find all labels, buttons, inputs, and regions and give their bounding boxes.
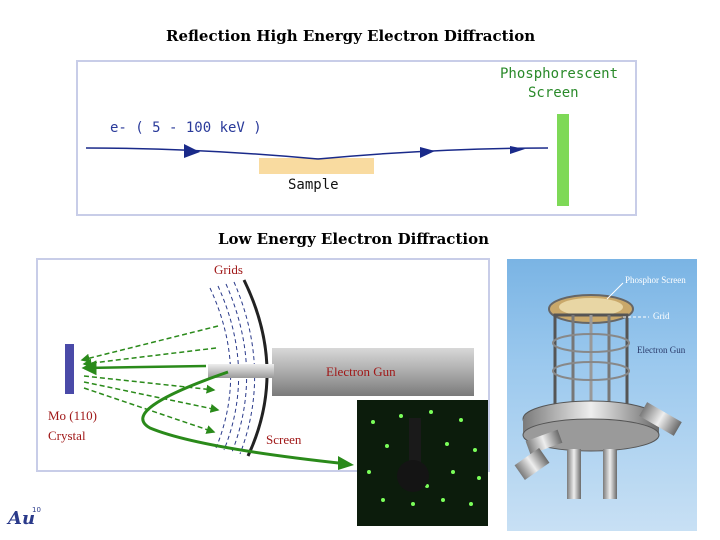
electron-gun-label: Electron Gun	[326, 364, 396, 380]
screen-label-line2: Screen	[528, 85, 579, 101]
beam-label: e- ( 5 - 100 keV )	[110, 120, 262, 136]
incident-beam	[86, 148, 318, 159]
screen-label-line1: Phosphorescent	[500, 66, 618, 82]
leed-pattern	[357, 400, 488, 526]
crystal-label-line1: Mo (110)	[48, 408, 97, 424]
curved-beam-arrowhead	[338, 456, 354, 470]
rheed-panel: e- ( 5 - 100 keV ) Sample Phosphorescent…	[76, 60, 637, 216]
grids-label: Grids	[214, 262, 243, 278]
photo-phosphor-label: Phosphor Screen	[625, 275, 686, 285]
reflected-arrowhead-2	[510, 146, 525, 154]
logo: Au 10	[8, 508, 44, 534]
phosphorescent-screen	[557, 114, 569, 206]
rheed-title: Reflection High Energy Electron Diffract…	[166, 27, 535, 45]
reflected-arrowhead-1	[420, 147, 435, 158]
leed-apparatus-photo: Phosphor Screen Grid Electron Gun	[507, 259, 697, 531]
logo-text: Au	[8, 508, 35, 529]
crystal-label-line2: Crystal	[48, 428, 86, 444]
diffraction-arrows	[82, 326, 218, 432]
apparatus-drawing	[507, 259, 697, 531]
leed-pattern-image	[357, 400, 488, 526]
sample-holder-disk	[397, 460, 429, 492]
leed-title: Low Energy Electron Diffraction	[218, 230, 489, 248]
photo-grid-label: Grid	[653, 311, 670, 321]
screen-label: Screen	[266, 432, 301, 448]
crystal-sample	[65, 344, 74, 394]
sample-block	[259, 158, 374, 174]
logo-superscript: 10	[32, 506, 41, 514]
incident-arrowhead	[184, 144, 200, 158]
sample-label: Sample	[288, 177, 339, 193]
photo-gun-label: Electron Gun	[637, 345, 685, 355]
